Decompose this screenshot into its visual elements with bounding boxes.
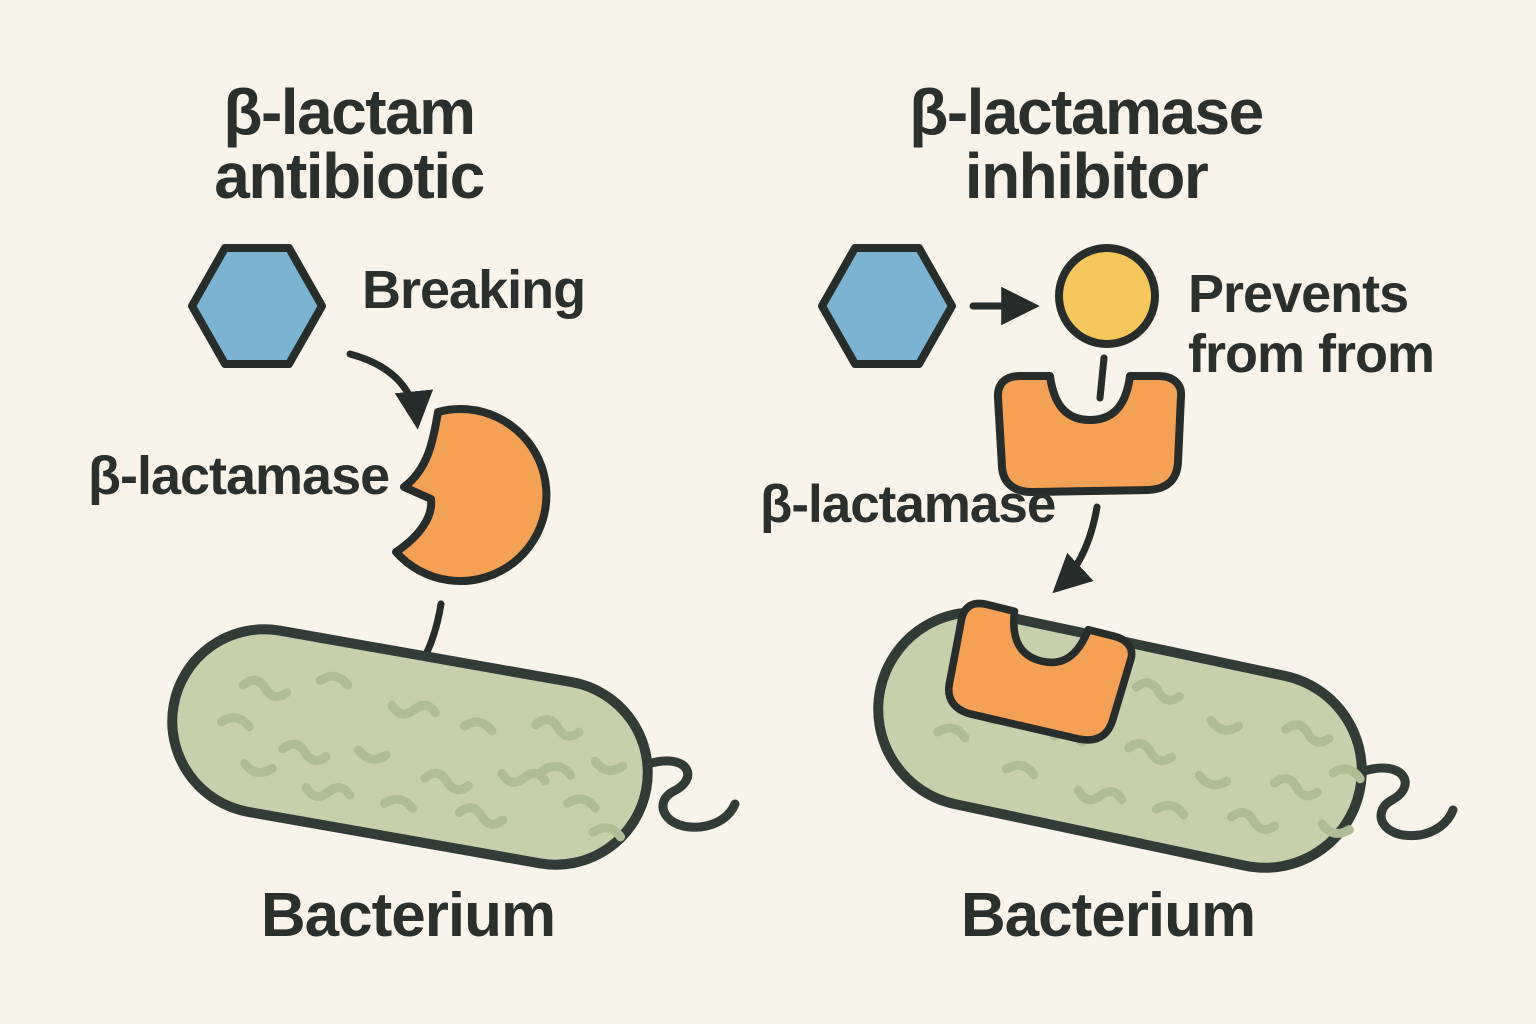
left-title-line2: antibiotic [214,140,483,212]
breaking-label: Breaking [362,260,585,320]
prevents-label-line1: Prevents [1188,264,1408,324]
left-enzyme-label: β-lactamase [88,446,389,506]
right-title-line2: inhibitor [965,140,1208,212]
left-bacterium-label: Bacterium [261,881,555,950]
arrow-enzyme-to-bacterium-icon [1052,503,1101,594]
left-panel: β-lactam antibiotic Breaking β-lactamase [88,76,740,950]
bacterium-left-icon [167,624,740,870]
beta-lactamase-bound-enzyme-icon [944,599,1136,744]
bacterium-body [167,624,653,870]
right-enzyme-label: β-lactamase [760,475,1055,534]
right-bacterium-label: Bacterium [961,881,1255,950]
prevents-label-line2: from from [1188,324,1434,384]
flagellum-icon [1359,763,1458,841]
bacterium-right-icon [873,599,1458,873]
inhibitor-enzyme-connector [1096,354,1108,402]
beta-lactamase-enzyme-icon [392,405,551,585]
arrow-hexagon-to-enzyme-icon [346,350,434,430]
inhibitor-circle-icon [1055,244,1159,348]
bacterium-texture [216,671,628,842]
right-title-line1: β-lactamase [909,76,1262,148]
flagellum-icon [643,756,740,832]
beta-lactam-hexagon-icon [188,244,326,368]
right-panel: β-lactamase inhibitor Prevents from from… [760,76,1458,950]
beta-lactamase-blocked-enzyme-icon [993,372,1186,496]
beta-lactam-hexagon-icon [818,244,956,368]
left-title-line1: β-lactam [223,76,474,148]
